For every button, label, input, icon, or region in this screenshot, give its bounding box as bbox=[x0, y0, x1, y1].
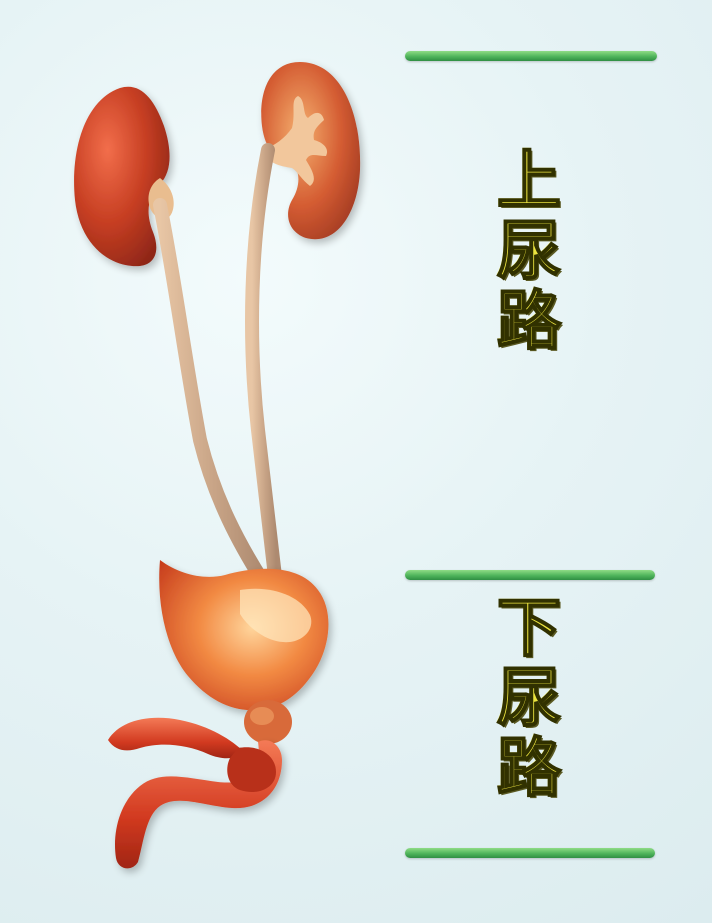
bottom-divider-line bbox=[405, 848, 655, 858]
left-ureter bbox=[160, 205, 262, 580]
lower-urinary-tract-label: 下 尿 路 bbox=[497, 597, 561, 801]
upper-urinary-tract-label: 上 尿 路 bbox=[497, 150, 561, 354]
urethra-tip bbox=[108, 718, 244, 758]
lower-label-char-2: 尿 bbox=[497, 667, 561, 731]
left-kidney bbox=[74, 87, 170, 266]
lower-label-char-1: 下 bbox=[497, 597, 561, 661]
upper-label-char-1: 上 bbox=[497, 150, 561, 214]
lower-label-char-3: 路 bbox=[497, 737, 561, 801]
upper-label-char-2: 尿 bbox=[497, 220, 561, 284]
prostate-highlight bbox=[250, 707, 274, 725]
top-divider-line bbox=[405, 51, 657, 61]
middle-divider-line bbox=[405, 570, 655, 580]
upper-label-char-3: 路 bbox=[497, 290, 561, 354]
right-ureter bbox=[252, 150, 276, 585]
